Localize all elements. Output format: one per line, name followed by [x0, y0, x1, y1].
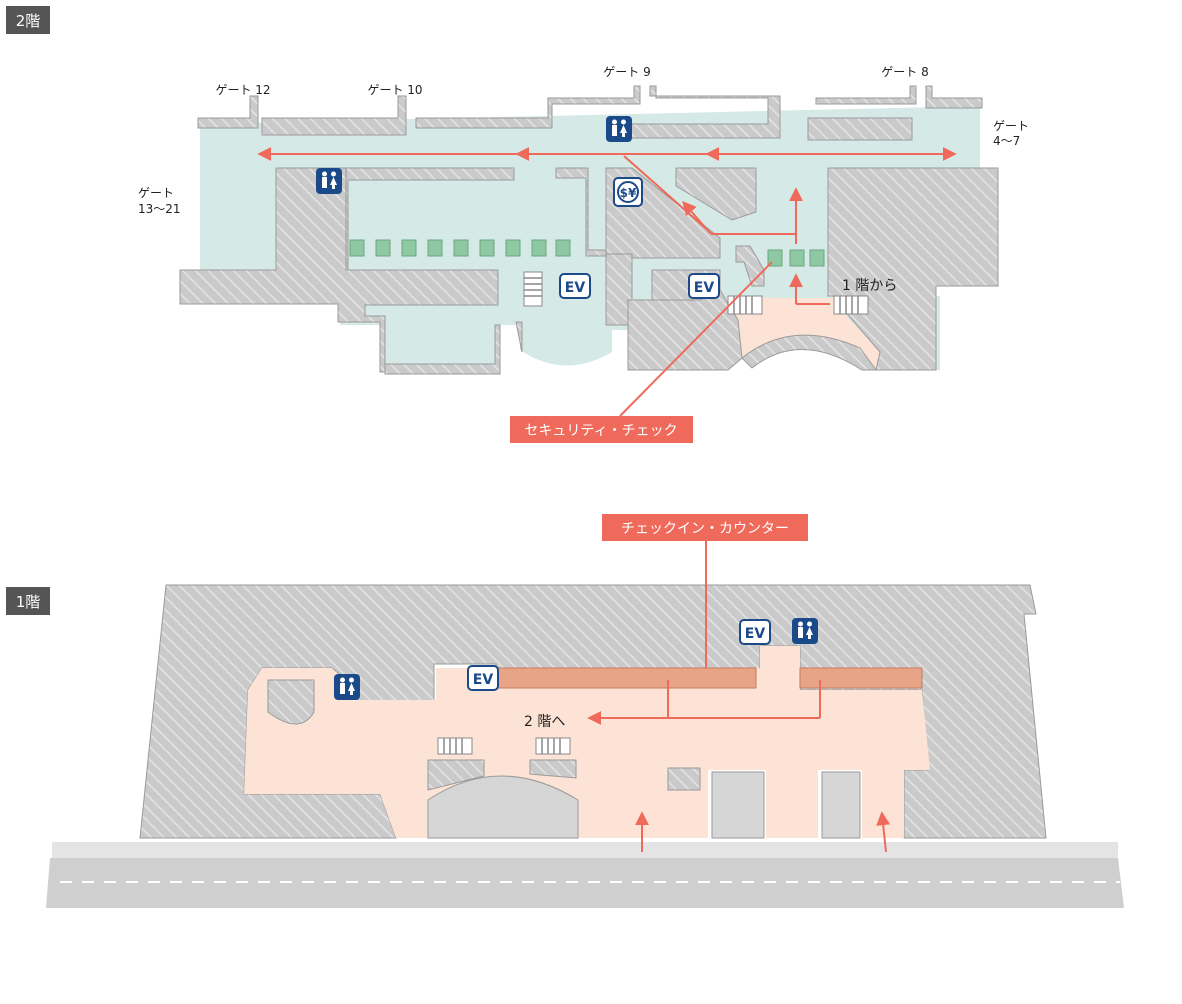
checkin-counter-left: [497, 667, 757, 689]
gate-10-label: ゲート 10: [367, 83, 422, 97]
svg-text:EV: EV: [565, 280, 586, 296]
security-gates: [767, 249, 825, 267]
checkin-counter-right: [799, 667, 923, 689]
svg-text:EV: EV: [694, 280, 715, 296]
security-arch: [741, 334, 877, 371]
escalator-icon: [535, 737, 571, 755]
escalator-icon: [833, 295, 869, 315]
escalator-icon: [437, 737, 473, 755]
gate-8-label: ゲート 8: [881, 65, 928, 79]
escalator-icon: [523, 271, 543, 307]
svg-text:EV: EV: [473, 672, 494, 688]
gate-13-21-label-line1: ゲート: [138, 186, 174, 200]
elevator-icon: EV: [559, 273, 591, 299]
floor-2-label: 2階: [16, 12, 41, 30]
checkin-counter-callout: [602, 514, 808, 541]
security-check-label: セキュリティ・チェック: [524, 423, 677, 439]
gate-12-label: ゲート 12: [215, 83, 270, 97]
entrance-arch: [427, 775, 579, 839]
floor-2-tag: [6, 6, 50, 34]
road: [46, 858, 1124, 908]
restroom-icon: [606, 116, 632, 142]
svg-text:$¥: $¥: [620, 186, 637, 200]
floor-1-label: 1階: [16, 593, 41, 611]
restroom-icon: [792, 618, 818, 644]
seating-row: [349, 239, 571, 257]
elevator-icon: EV: [688, 273, 720, 299]
gate-4-7-label-line2: 4～7: [993, 134, 1020, 148]
gate-9-label: ゲート 9: [603, 65, 650, 79]
floor-2-map: 2階: [6, 6, 1029, 443]
elevator-icon: EV: [739, 619, 771, 645]
currency-exchange-icon: $¥: [613, 177, 643, 207]
from-floor-1-label: 1 階から: [842, 278, 897, 294]
floor-1-map: 1階: [6, 514, 1124, 908]
escalator-icon: [727, 295, 763, 315]
gate-lounge-curve: [520, 325, 612, 366]
restroom-icon: [316, 168, 342, 194]
floor-1-public-area: [244, 646, 930, 838]
floor-2-flow-arrows: [257, 147, 957, 417]
floor-2-public-area: [720, 298, 885, 368]
entrance-bay: [821, 771, 861, 839]
floor-1-tag: [6, 587, 50, 615]
gate-4-7-label-line1: ゲート: [993, 119, 1029, 133]
to-floor-2-label: 2 階へ: [524, 714, 565, 730]
entrance-bay: [711, 771, 765, 839]
gate-13-21-label-line2: 13～21: [138, 202, 181, 216]
floor-1-inner-walls: [267, 679, 701, 791]
security-check-callout: [510, 416, 693, 443]
restroom-icon: [334, 674, 360, 700]
checkin-counter-label: チェックイン・カウンター: [621, 521, 789, 537]
floor-1-flow-arrows: [587, 540, 891, 853]
sidewalk: [52, 842, 1118, 858]
svg-text:EV: EV: [745, 626, 766, 642]
elevator-icon: EV: [467, 665, 499, 691]
